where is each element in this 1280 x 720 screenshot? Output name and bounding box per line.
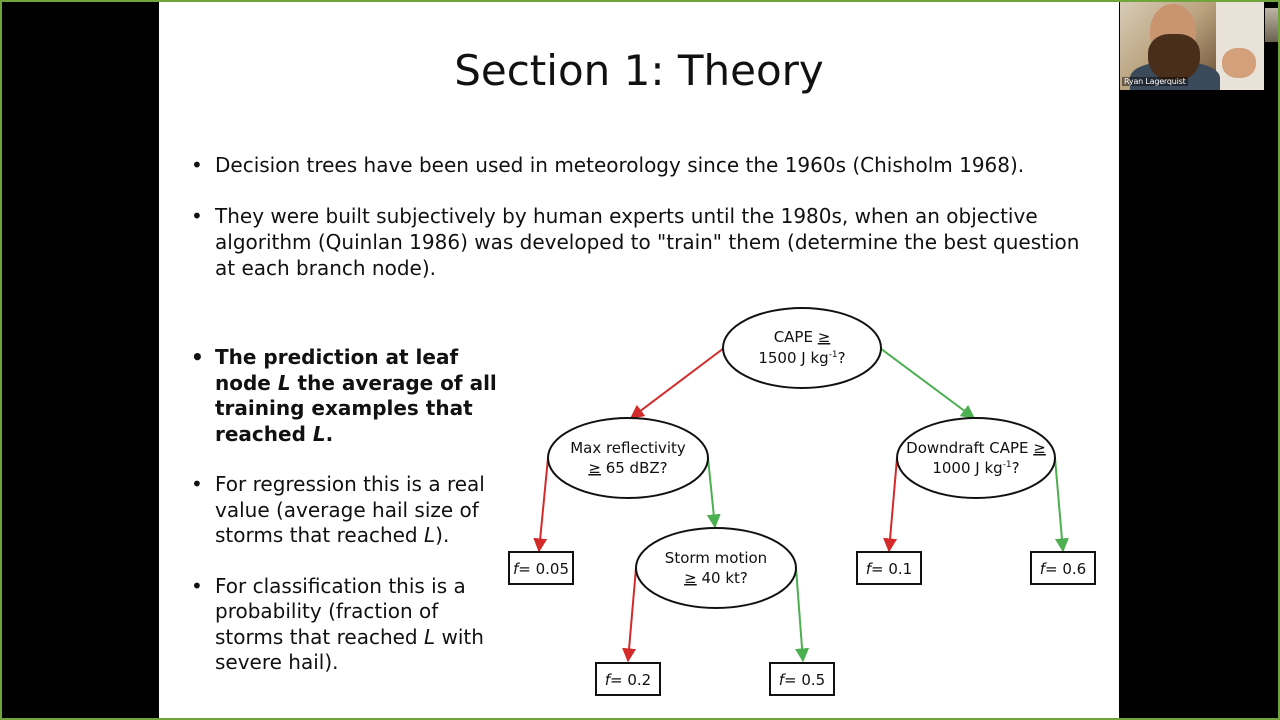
- leaf-node: f= 0.5: [769, 662, 835, 696]
- bullet-training: They were built subjectively by human ex…: [191, 203, 1091, 281]
- svg-text:f= 0.1: f= 0.1: [866, 560, 912, 578]
- leaf-node: f= 0.2: [595, 662, 661, 696]
- var-L: L: [423, 624, 436, 649]
- node-downdraft-cape: Downdraft CAPE ≥ 1000 J kg-1?: [896, 417, 1056, 499]
- svg-text:1500 J kg-1?: 1500 J kg-1?: [758, 349, 845, 367]
- top-bullet-list: Decision trees have been used in meteoro…: [191, 152, 1091, 281]
- edge-cape-no: [629, 347, 725, 419]
- participant-video-tile[interactable]: Ryan Lagerquist: [1120, 0, 1264, 90]
- bullet-classification: For classification this is a probability…: [191, 574, 501, 676]
- node-cape: CAPE ≥ 1500 J kg-1?: [722, 307, 882, 389]
- leaf-node: f= 0.05: [508, 551, 574, 585]
- svg-text:≥ 65 dBZ?: ≥ 65 dBZ?: [588, 459, 667, 477]
- var-L: L: [312, 421, 326, 446]
- slide-title: Section 1: Theory: [454, 46, 824, 95]
- svg-text:f= 0.2: f= 0.2: [605, 671, 651, 689]
- leaf-node: f= 0.1: [856, 551, 922, 585]
- node-storm-motion: Storm motion ≥ 40 kt?: [635, 527, 797, 609]
- participant-name-label: Ryan Lagerquist: [1122, 77, 1188, 86]
- edge-storm-no: [622, 567, 637, 663]
- svg-text:CAPE ≥: CAPE ≥: [774, 328, 831, 346]
- leaf-node: f= 0.6: [1030, 551, 1096, 585]
- presentation-slide: Section 1: Theory Decision trees have be…: [159, 2, 1119, 718]
- left-bullet-list: The prediction at leaf node L the averag…: [191, 345, 501, 676]
- edge-dcape-no: [883, 457, 898, 553]
- bullet-regression: For regression this is a real value (ave…: [191, 472, 501, 549]
- decision-tree-diagram: CAPE ≥ 1500 J kg-1? Max reflectivity ≥ 6…: [508, 307, 1096, 696]
- svg-text:f= 0.5: f= 0.5: [779, 671, 825, 689]
- svg-text:Max reflectivity: Max reflectivity: [570, 439, 686, 457]
- edge-maxref-no: [533, 457, 549, 553]
- var-L: L: [423, 523, 436, 547]
- svg-text:1000 J kg-1?: 1000 J kg-1?: [932, 459, 1019, 477]
- node-max-reflectivity: Max reflectivity ≥ 65 dBZ?: [547, 417, 709, 499]
- svg-text:f= 0.05: f= 0.05: [513, 560, 569, 578]
- var-L: L: [277, 370, 291, 395]
- bullet-leaf-prediction: The prediction at leaf node L the averag…: [191, 345, 501, 447]
- svg-text:Downdraft CAPE ≥: Downdraft CAPE ≥: [906, 439, 1046, 457]
- svg-text:Storm motion: Storm motion: [665, 549, 767, 567]
- secondary-video-thumbnail[interactable]: [1265, 8, 1279, 42]
- edge-storm-yes: [795, 567, 810, 663]
- svg-text:f= 0.6: f= 0.6: [1040, 560, 1086, 578]
- edge-dcape-yes: [1054, 457, 1069, 553]
- participant-hands: [1222, 48, 1256, 78]
- edge-maxref-yes: [706, 457, 721, 529]
- bullet-history: Decision trees have been used in meteoro…: [191, 152, 1091, 178]
- edge-cape-yes: [879, 347, 976, 419]
- svg-text:≥ 40 kt?: ≥ 40 kt?: [684, 569, 748, 587]
- participant-beard: [1148, 34, 1200, 82]
